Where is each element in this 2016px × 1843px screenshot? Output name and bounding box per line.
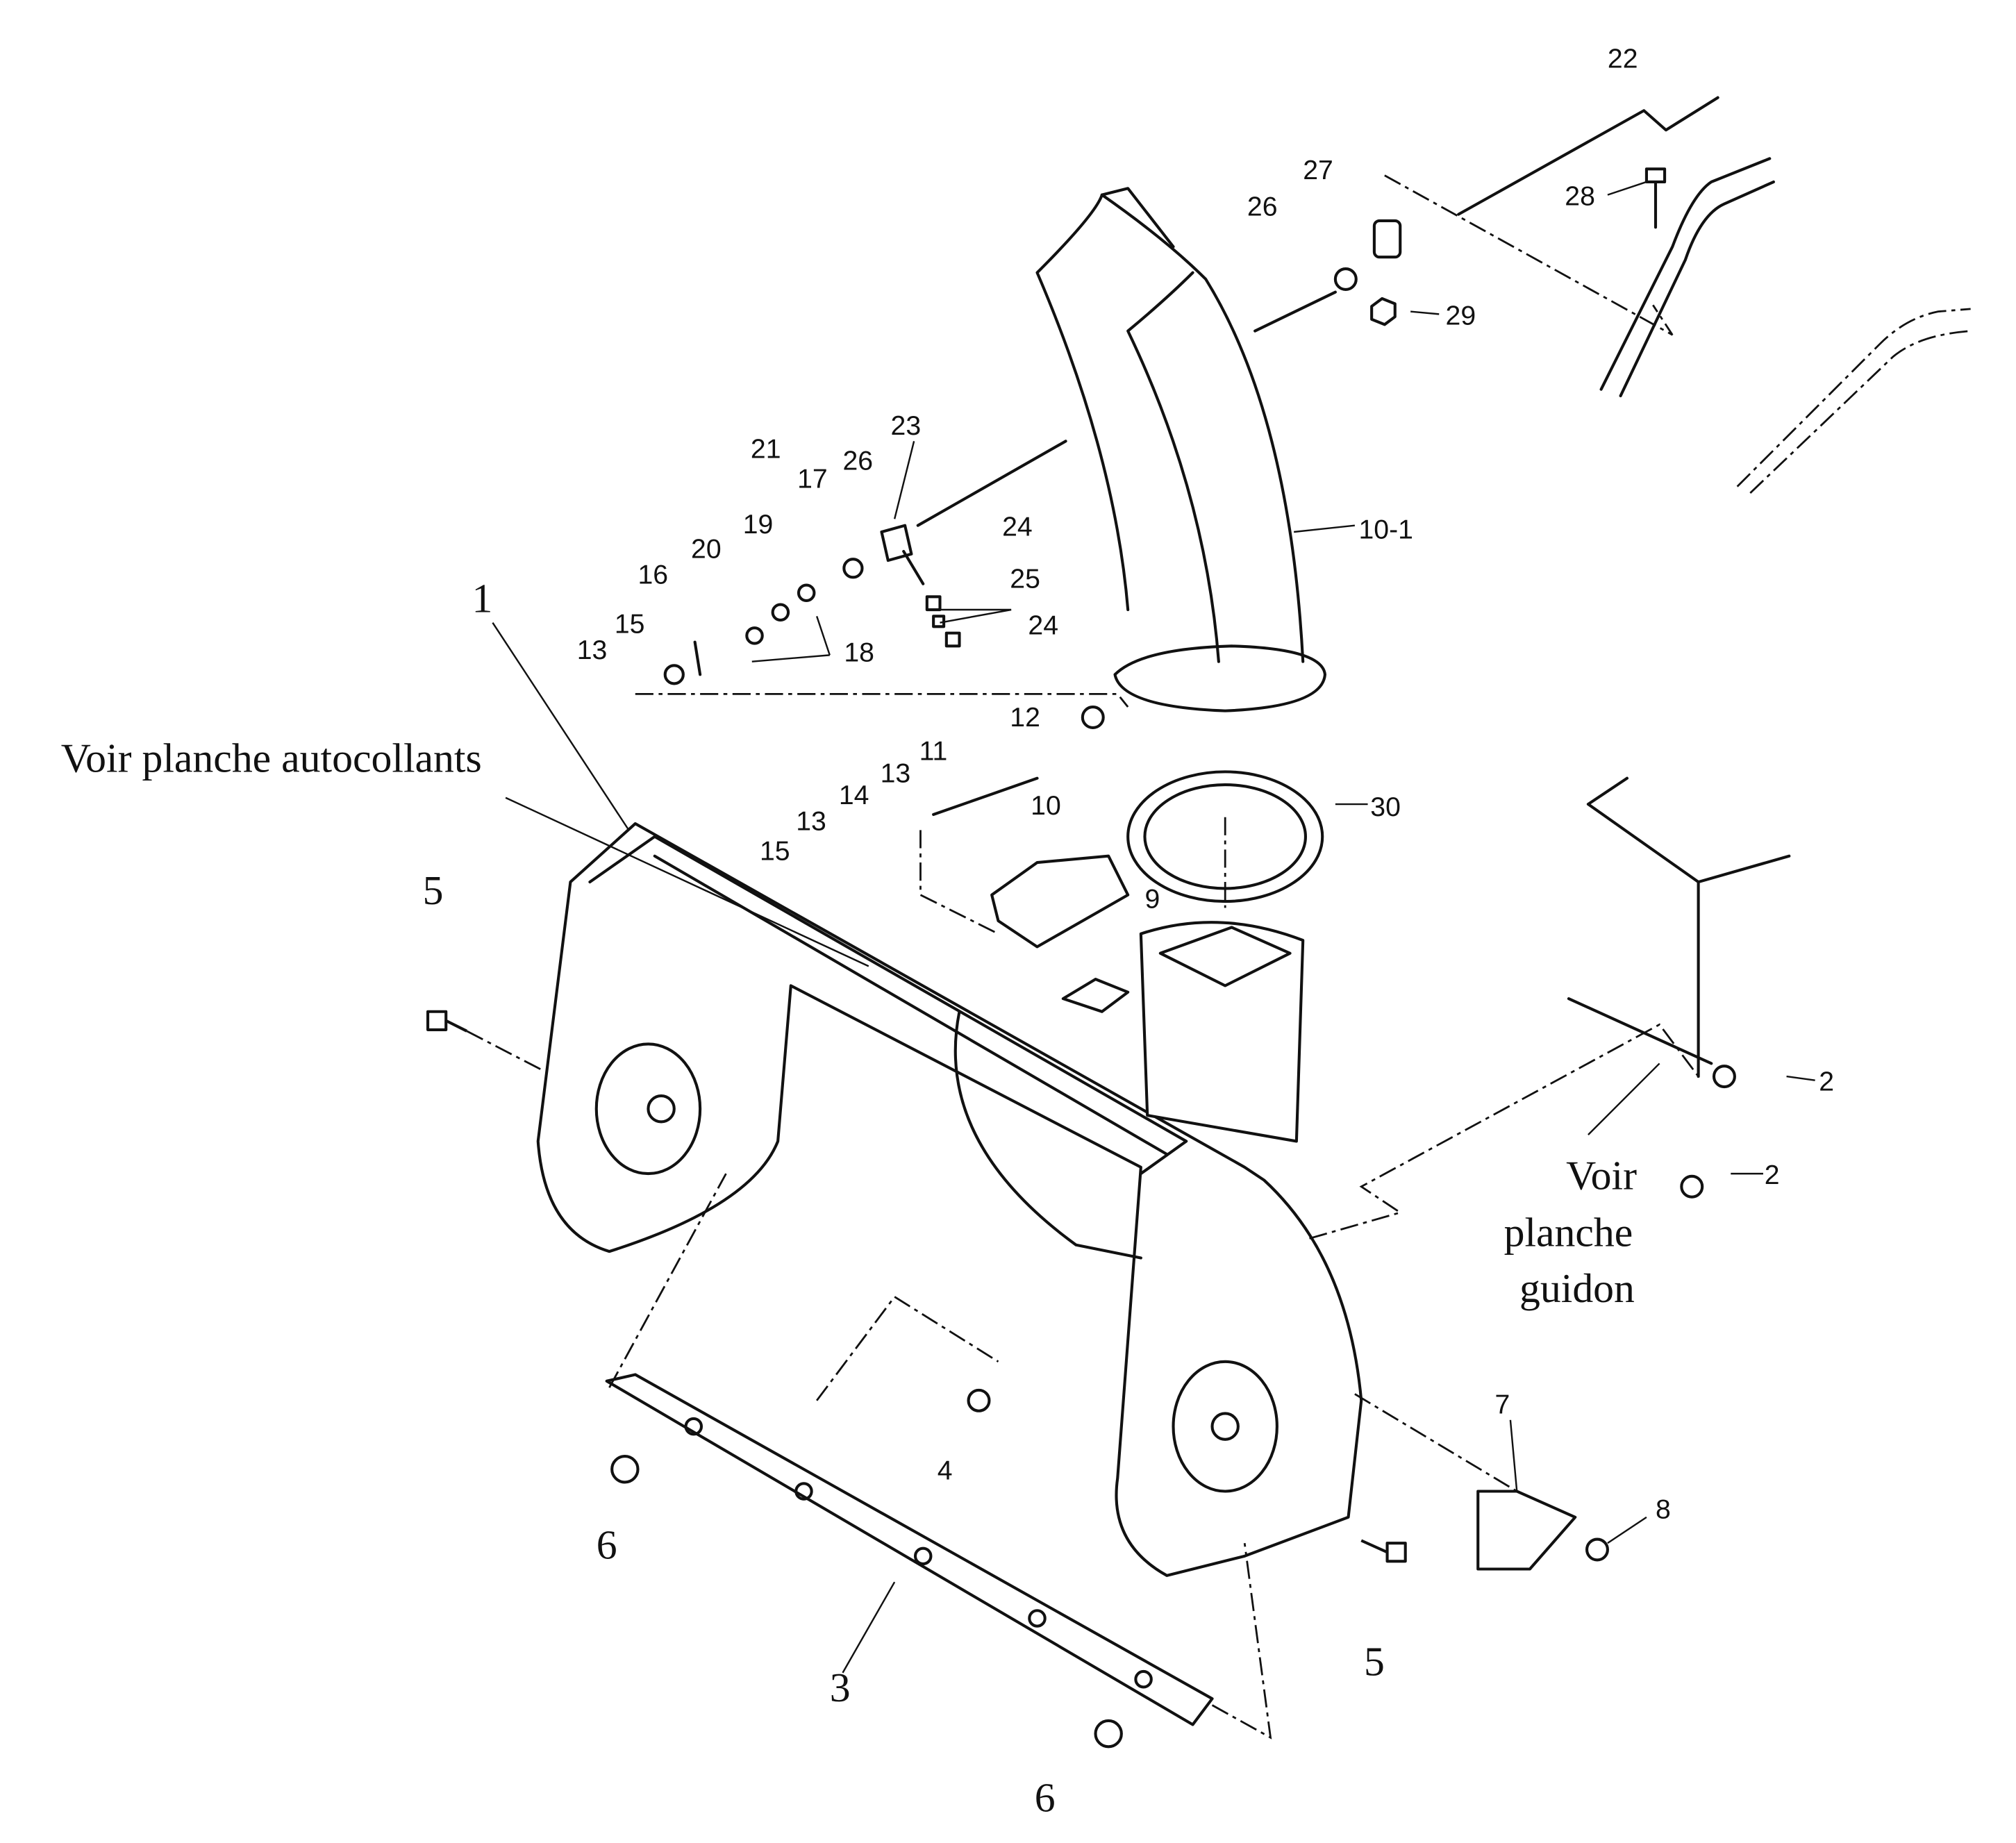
callout-20: 20 (691, 534, 722, 564)
washer-26 (1333, 267, 1358, 291)
callout-2: 2 (1765, 1160, 1780, 1190)
callout-5: 5 (1364, 1639, 1385, 1685)
callout-26: 26 (1247, 192, 1278, 222)
callout-5: 5 (423, 867, 444, 913)
note-see-handlebar-line2: planche (1504, 1210, 1633, 1256)
bolt-28 (1644, 167, 1667, 229)
leader-lines (492, 181, 1815, 1674)
bracket-9 (990, 854, 1130, 949)
note-see-handlebar-line1: Voir (1566, 1153, 1637, 1199)
callout-9: 9 (1144, 884, 1160, 914)
callout-23: 23 (891, 411, 922, 441)
callout-19: 19 (743, 510, 774, 540)
scraper-bar-3 (605, 1373, 1214, 1726)
discharge-chute (1035, 187, 1327, 712)
callout-3: 3 (830, 1665, 851, 1710)
note-see-decals-sheet: Voir planche autocollants (61, 735, 482, 781)
callout-12: 12 (1010, 703, 1040, 733)
callout-11: 11 (919, 737, 948, 767)
callout-13: 13 (881, 758, 911, 788)
nut-6 (610, 1455, 640, 1484)
callout-22: 22 (1608, 44, 1638, 74)
gasket-30 (1126, 770, 1324, 903)
callout-8: 8 (1656, 1495, 1671, 1525)
nut-6 (1094, 1719, 1123, 1749)
callout-6: 6 (597, 1522, 617, 1568)
control-rod (1457, 96, 1719, 216)
callout-26: 26 (842, 446, 873, 476)
callout-10: 10 (1031, 791, 1061, 821)
skid-shoe-7 (1476, 1490, 1577, 1571)
handlebar-outline (1599, 157, 1971, 494)
callout-30: 30 (1370, 792, 1401, 822)
callout-1: 1 (472, 576, 493, 622)
bolt-5 (1360, 1539, 1407, 1563)
callout-13: 13 (796, 806, 826, 836)
bracket-27 (1372, 219, 1402, 259)
callout-13: 13 (577, 635, 608, 665)
frame-outline (1567, 776, 1791, 1078)
callout-7: 7 (1495, 1390, 1510, 1419)
callout-15: 15 (760, 836, 790, 866)
callout-21: 21 (751, 435, 781, 465)
callout-18: 18 (844, 638, 874, 668)
callout-27: 27 (1303, 156, 1333, 185)
auger-housing-1 (536, 822, 1363, 1577)
callout-25: 25 (1010, 564, 1040, 594)
callout-24: 24 (1028, 610, 1058, 640)
callout-15: 15 (615, 610, 645, 640)
nut-29 (1370, 297, 1397, 326)
callout-17: 17 (797, 465, 828, 494)
callout-2: 2 (1819, 1067, 1834, 1097)
callout-14: 14 (839, 781, 869, 810)
callout-24: 24 (1002, 512, 1033, 542)
callout-28: 28 (1565, 182, 1595, 212)
bolt-5 (426, 1010, 467, 1033)
callout-4: 4 (938, 1456, 953, 1486)
note-see-handlebar-line3: guidon (1519, 1265, 1635, 1311)
nut-4 (967, 1388, 991, 1412)
callout-10-1: 10-1 (1358, 515, 1413, 544)
callout-16: 16 (638, 560, 669, 590)
callout-6: 6 (1035, 1775, 1056, 1821)
callout-29: 29 (1446, 301, 1476, 331)
